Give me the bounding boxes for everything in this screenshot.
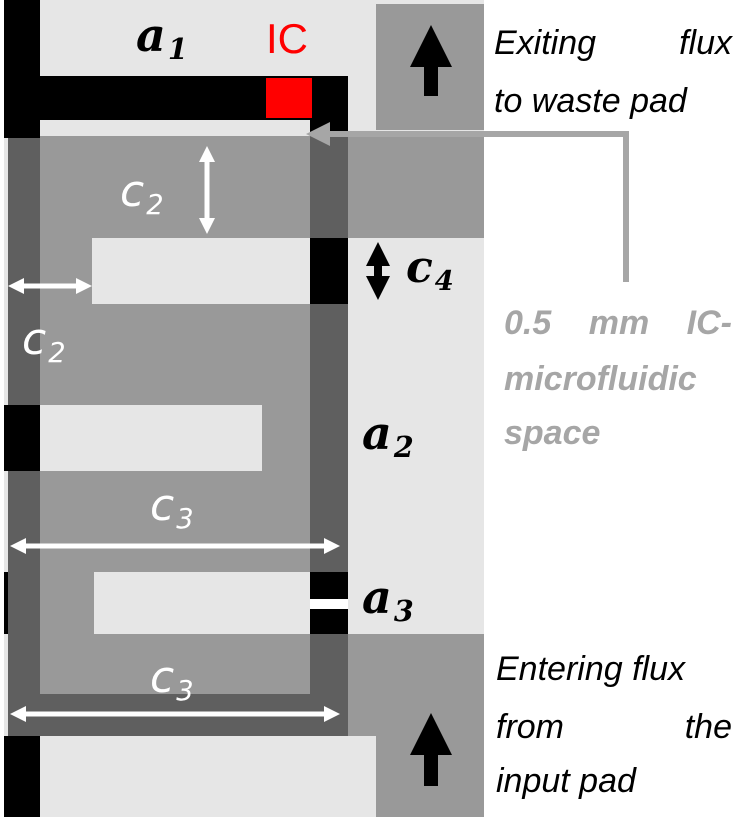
ic-gap-line1-mid: mm xyxy=(588,304,650,342)
electrode-left-lower xyxy=(4,572,8,634)
enter-line2-left: from xyxy=(496,708,564,746)
enter-flux-line3: input pad xyxy=(496,762,636,800)
ic-gap-line3: space xyxy=(504,414,601,452)
exit-line1-right: flux xyxy=(679,24,732,62)
label-a1: a1 xyxy=(136,8,188,66)
inlet-pad xyxy=(376,634,484,817)
ic-gap-pointer-arrow-icon xyxy=(306,122,629,282)
electrode-left-top xyxy=(4,0,40,138)
exit-flux-line2: to waste pad xyxy=(494,82,687,120)
barrier-3 xyxy=(94,572,310,634)
label-c3-mid: c3 xyxy=(150,480,194,535)
barrier-1 xyxy=(92,238,310,304)
label-a3: a3 xyxy=(362,570,414,628)
ic-gap-line1-left: 0.5 xyxy=(504,304,552,342)
label-ic: IC xyxy=(266,15,308,62)
inlet-connector xyxy=(348,634,376,736)
ic-marker xyxy=(266,78,312,118)
label-c4: c4 xyxy=(406,242,454,297)
enter-flux-line1: Entering flux xyxy=(496,650,685,688)
exit-flux-line1: Exiting flux xyxy=(494,26,732,60)
exit-line1-left: Exiting xyxy=(494,24,597,62)
outlet-lower-block xyxy=(348,136,484,238)
ic-gap-line1-right: IC- xyxy=(686,304,732,342)
enter-line2-right: the xyxy=(684,708,732,746)
label-c2-top: c2 xyxy=(120,166,164,221)
electrode-c4 xyxy=(310,238,348,304)
ic-gap-line1: 0.5 mm IC- xyxy=(504,306,732,340)
electrode-left-bottom xyxy=(4,736,40,817)
label-a2: a2 xyxy=(362,406,414,464)
enter-flux-line2: from the xyxy=(496,710,732,744)
ic-gap-line2: microfluidic xyxy=(504,360,697,398)
label-c2-left: c2 xyxy=(22,314,66,369)
electrode-a1-corner xyxy=(310,76,348,136)
electrode-left-mid xyxy=(4,405,40,471)
label-c3-bottom: c3 xyxy=(150,652,194,707)
barrier-2 xyxy=(40,405,262,471)
electrode-a3-gap xyxy=(310,599,348,609)
